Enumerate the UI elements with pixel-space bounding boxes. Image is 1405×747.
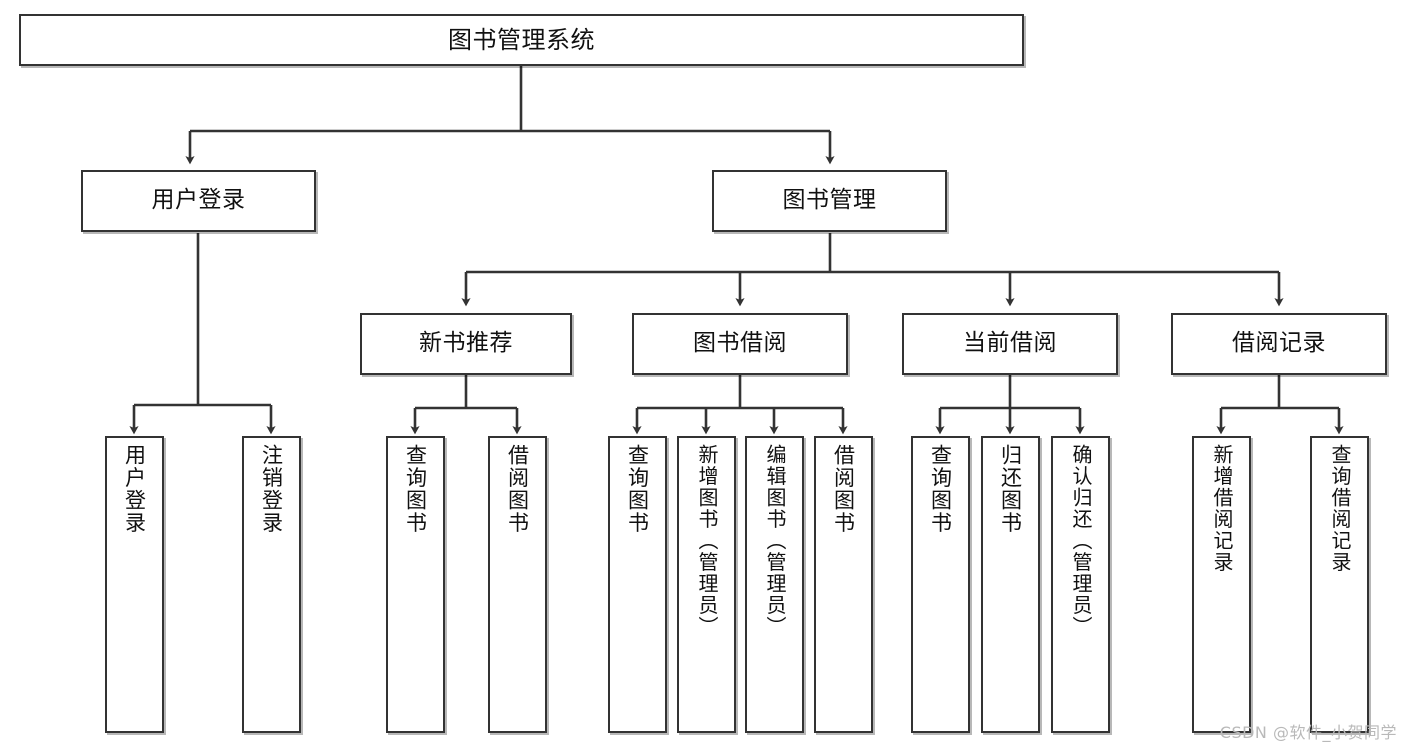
- leaf-borrow-book-recommend[interactable]: 借阅图书: [488, 436, 547, 733]
- node-label: 当前借阅: [963, 330, 1057, 357]
- leaf-query-book-current[interactable]: 查询图书: [911, 436, 970, 733]
- csdn-watermark: CSDN @软件_小贺同学: [1219, 723, 1397, 742]
- leaf-borrow-book[interactable]: 借阅图书: [814, 436, 873, 733]
- node-book-management[interactable]: 图书管理: [712, 170, 947, 232]
- node-label: 借阅图书: [505, 444, 530, 534]
- leaf-logout[interactable]: 注销登录: [242, 436, 301, 733]
- node-label: 借阅图书: [831, 444, 856, 534]
- node-label: 新书推荐: [419, 330, 513, 357]
- node-root-system[interactable]: 图书管理系统: [19, 14, 1024, 66]
- node-label: 查询图书: [625, 444, 650, 534]
- leaf-edit-book-admin[interactable]: 编辑图书（管理员）: [745, 436, 804, 733]
- leaf-return-book[interactable]: 归还图书: [981, 436, 1040, 733]
- leaf-confirm-return-admin[interactable]: 确认归还（管理员）: [1051, 436, 1110, 733]
- node-label: 新增图书（管理员）: [695, 444, 719, 638]
- node-label: 新增借阅记录: [1210, 444, 1234, 573]
- node-borrow-record[interactable]: 借阅记录: [1171, 313, 1387, 375]
- node-book-borrow[interactable]: 图书借阅: [632, 313, 848, 375]
- node-label: 查询图书: [403, 444, 428, 534]
- node-new-book-recommend[interactable]: 新书推荐: [360, 313, 572, 375]
- leaf-user-login[interactable]: 用户登录: [105, 436, 164, 733]
- leaf-add-book-admin[interactable]: 新增图书（管理员）: [677, 436, 736, 733]
- node-label: 图书借阅: [693, 330, 787, 357]
- leaf-query-borrow-record[interactable]: 查询借阅记录: [1310, 436, 1369, 733]
- node-label: 查询借阅记录: [1328, 444, 1352, 573]
- node-label: 图书管理系统: [448, 25, 595, 54]
- node-user-login[interactable]: 用户登录: [81, 170, 316, 232]
- leaf-add-borrow-record[interactable]: 新增借阅记录: [1192, 436, 1251, 733]
- node-label: 编辑图书（管理员）: [763, 444, 787, 638]
- node-label: 查询图书: [928, 444, 953, 534]
- node-label: 借阅记录: [1232, 330, 1326, 357]
- node-label: 归还图书: [998, 444, 1023, 534]
- node-label: 用户登录: [122, 444, 147, 534]
- leaf-query-book-borrow[interactable]: 查询图书: [608, 436, 667, 733]
- node-label: 注销登录: [259, 444, 284, 534]
- node-current-borrow[interactable]: 当前借阅: [902, 313, 1118, 375]
- node-label: 用户登录: [151, 187, 246, 214]
- leaf-query-book-recommend[interactable]: 查询图书: [386, 436, 445, 733]
- node-label: 确认归还（管理员）: [1069, 444, 1093, 638]
- node-label: 图书管理: [782, 187, 877, 214]
